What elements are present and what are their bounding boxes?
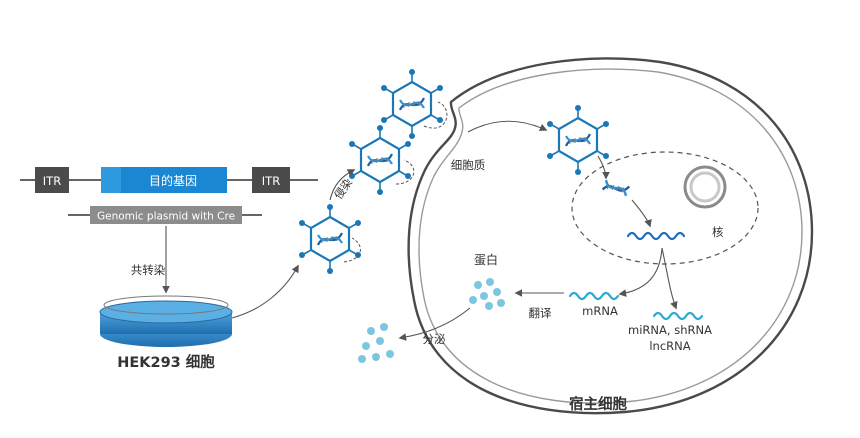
- host-cell-inner-membrane: [418, 68, 803, 404]
- cytoplasm-label: 细胞质: [451, 158, 486, 172]
- secrete-label: 分泌: [423, 332, 446, 346]
- gene-label: 目的基因: [149, 173, 197, 188]
- translate-label: 翻译: [529, 306, 552, 320]
- plasmid-label: Genomic plasmid with Cre: [97, 211, 235, 223]
- secrete-arrow: [398, 307, 471, 341]
- culture-dish: [99, 295, 233, 347]
- dish-rim: [103, 295, 229, 315]
- nucleus-label: 核: [712, 225, 724, 239]
- itr-left-label: ITR: [43, 174, 61, 188]
- aav-particle-2: [347, 123, 413, 197]
- itr-right-label: ITR: [262, 174, 280, 188]
- ncrna-label-line1: miRNA, shRNA: [628, 323, 712, 337]
- nuclear-entry-arrow: [597, 155, 610, 180]
- protein-cluster-internal: [469, 278, 505, 310]
- infect-arrow: [329, 169, 356, 201]
- host-cell-outer-membrane: [407, 57, 814, 415]
- to-ncrna-arrow: [661, 247, 678, 310]
- protein-cluster-secreted: [358, 323, 394, 363]
- aav-particle-1: [297, 202, 363, 276]
- gene-box: [121, 167, 227, 193]
- aav-3-receptor: [423, 101, 448, 129]
- nuclear-transcript: [626, 231, 686, 241]
- cotransfect-label: 共转染: [131, 263, 166, 277]
- mrna-label: mRNA: [582, 304, 618, 318]
- mrna-wave: [568, 291, 620, 301]
- release-arrow: [231, 264, 299, 319]
- nucleolus-inner: [689, 171, 721, 203]
- transcription-arrow: [631, 199, 652, 228]
- to-mrna-arrow: [618, 247, 663, 297]
- protein-label: 蛋白: [474, 252, 498, 267]
- ncrna-label-line2: lncRNA: [649, 339, 690, 353]
- dish-surface: [99, 300, 233, 324]
- entry-arrow: [467, 120, 548, 133]
- host-cell: [407, 57, 814, 415]
- construct: ITR 目的基因 ITR Genomic plasmid with Cre: [20, 167, 318, 224]
- aav-particle-3: [379, 67, 445, 141]
- plasmid-box: [90, 206, 242, 224]
- infect-label: 侵染: [331, 176, 355, 202]
- aav-2-receptor: [395, 159, 415, 185]
- itr-left-box: [35, 167, 69, 193]
- host-cell-label: 宿主细胞: [569, 395, 627, 413]
- producer-cell-label: HEK293 细胞: [117, 353, 215, 371]
- itr-right-box: [252, 167, 290, 193]
- ncrna-wave: [652, 311, 704, 321]
- nucleolus: [683, 165, 727, 209]
- gene-left-cap: [101, 167, 121, 193]
